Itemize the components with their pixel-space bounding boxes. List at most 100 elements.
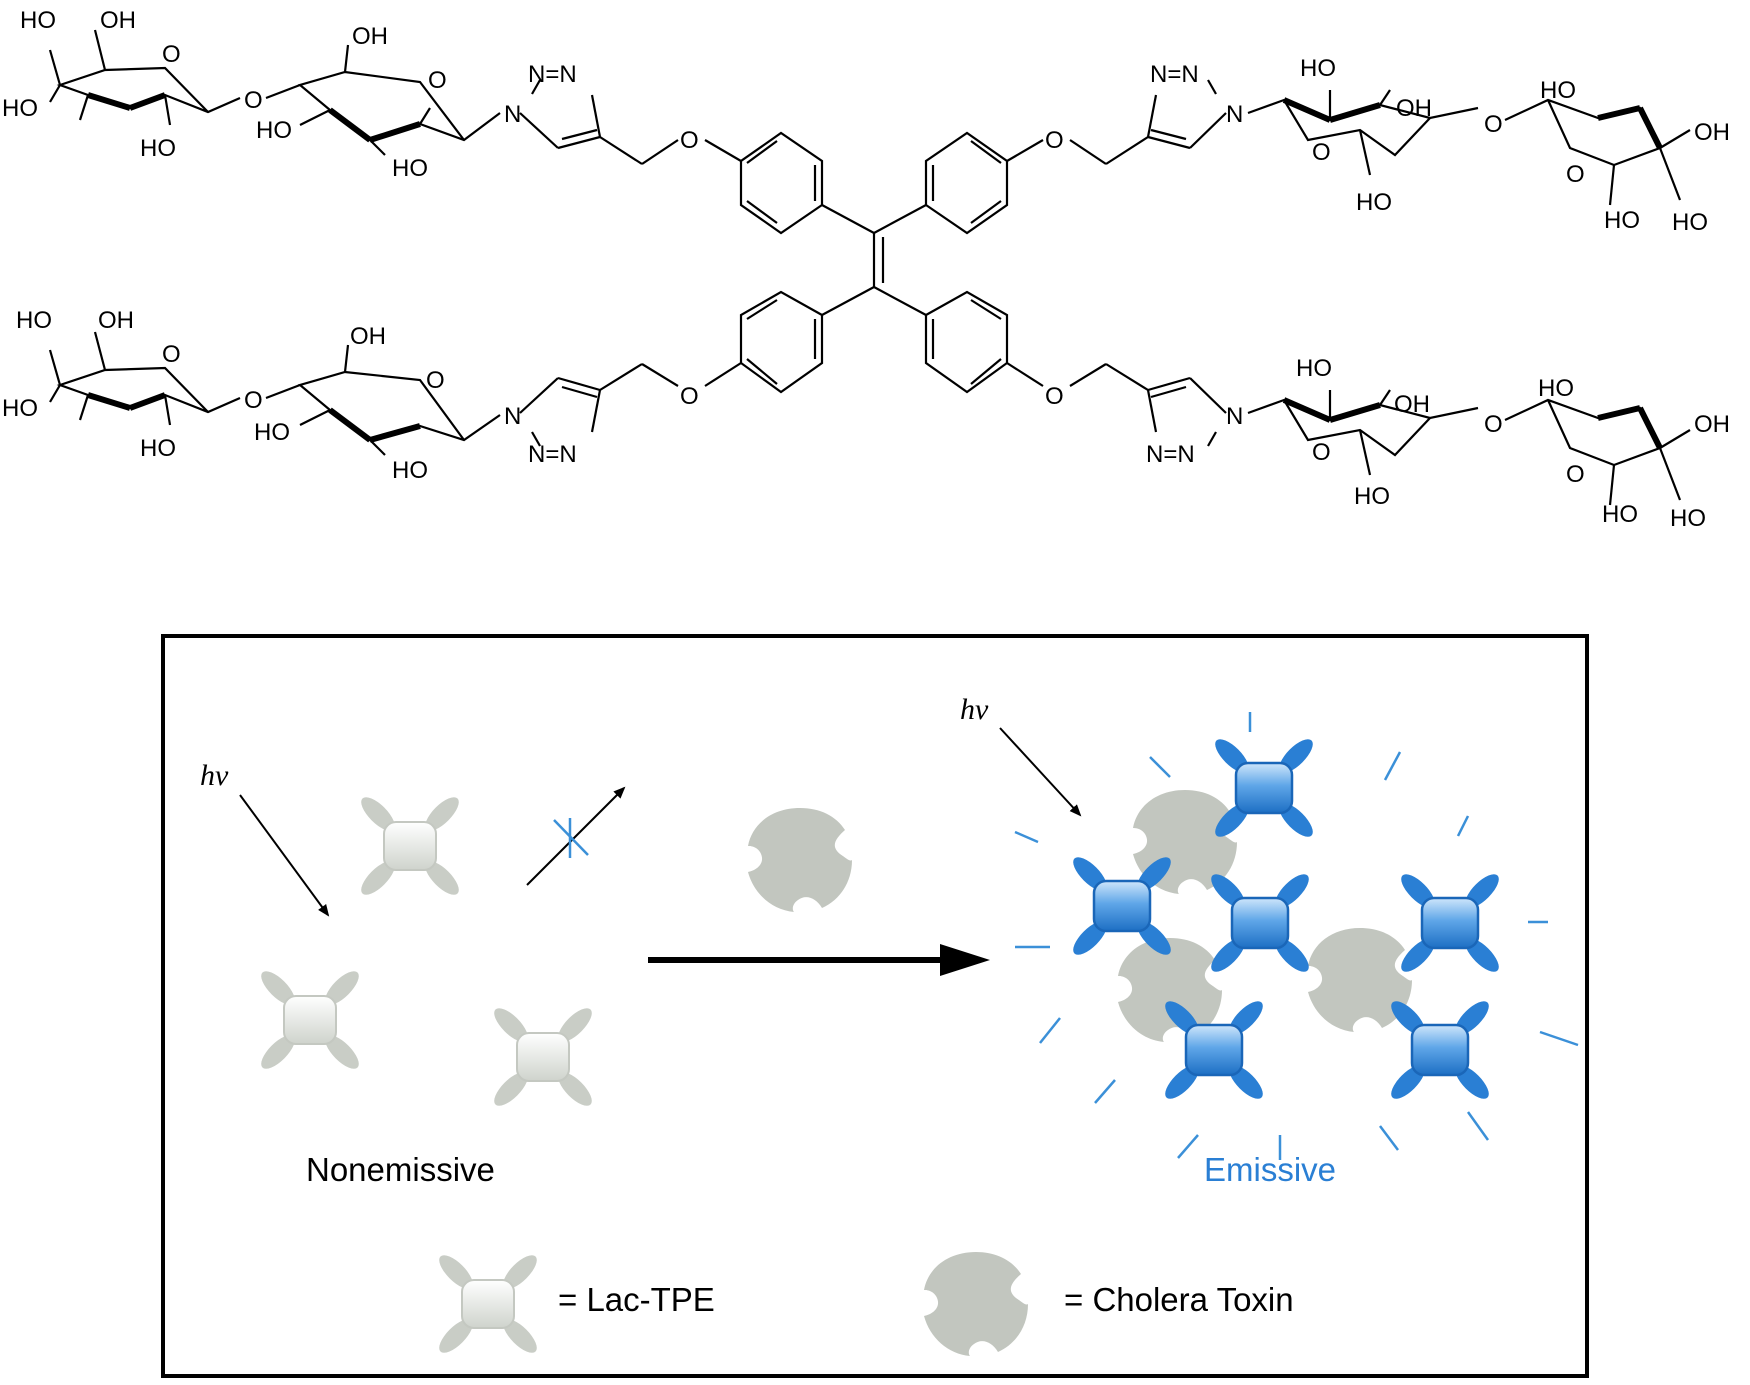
- triazole-lower-right: [1146, 376, 1227, 447]
- emission-ray: [1379, 1125, 1399, 1151]
- atom-label: OH: [1396, 95, 1432, 122]
- triazole-upper-left: [519, 79, 602, 150]
- emission-ray: [1149, 756, 1171, 778]
- lac-tpe-emissive: [1208, 732, 1320, 844]
- scheme-frame: [161, 634, 1589, 1378]
- atom-label: HO: [2, 395, 38, 422]
- legend-cholera-toxin-symbol: [924, 1252, 1028, 1356]
- atom-label: O: [1566, 461, 1585, 488]
- emission-ray: [1094, 1079, 1116, 1104]
- lac-tpe-emissive: [1204, 867, 1316, 979]
- ether-linkers: [599, 136, 1149, 391]
- atom-label: N=N: [1150, 61, 1199, 88]
- atom-label: N: [1226, 101, 1243, 128]
- atom-label: O: [428, 67, 447, 94]
- lactose-upper-right: [1247, 89, 1691, 206]
- atom-label: N=N: [1146, 441, 1195, 468]
- atom-label: HO: [392, 155, 428, 182]
- atom-label: O: [1566, 161, 1585, 188]
- atom-label: O: [1484, 111, 1503, 138]
- phenyl-ring-lower-right: [924, 290, 1009, 394]
- atom-label: OH: [1694, 411, 1730, 438]
- legend-cholera-toxin-label: = Cholera Toxin: [1064, 1281, 1294, 1318]
- legend: = Lac-TPE = Cholera Toxin: [433, 1249, 1294, 1359]
- lactose-lower-right: [1247, 389, 1691, 506]
- triazole-lower-left: [519, 376, 602, 447]
- emission-ray: [1014, 830, 1039, 844]
- atom-label: O: [1312, 139, 1331, 166]
- atom-label: O: [680, 383, 699, 410]
- triazole-upper-right: [1146, 79, 1227, 150]
- emission-ray: [1466, 1111, 1490, 1141]
- atom-label: OH: [350, 323, 386, 350]
- emissive-label: Emissive: [1204, 1151, 1336, 1188]
- atom-label: HO: [256, 117, 292, 144]
- atom-label: O: [1045, 383, 1064, 410]
- atom-label: OH: [98, 307, 134, 334]
- emission-ray: [1456, 815, 1470, 837]
- atom-label: HO: [1604, 207, 1640, 234]
- atom-label: O: [162, 341, 181, 368]
- atom-label: N=N: [528, 61, 577, 88]
- atom-label: N: [1226, 403, 1243, 430]
- atom-label: HO: [392, 457, 428, 484]
- lactose-lower-left: [48, 331, 501, 456]
- atom-label: HO: [20, 7, 56, 34]
- emission-ray: [1539, 1030, 1579, 1047]
- emission-rays: [1014, 712, 1579, 1160]
- lac-tpe-nonemissive: [488, 1002, 598, 1112]
- cholera-toxin-added: [748, 808, 852, 912]
- lactose-upper-left: [48, 29, 501, 156]
- atom-label: HO: [1670, 505, 1706, 532]
- atom-label: HO: [254, 419, 290, 446]
- legend-lac-tpe-symbol: [433, 1249, 543, 1359]
- atom-label: O: [1484, 411, 1503, 438]
- atom-label: HO: [1354, 483, 1390, 510]
- atom-label: HO: [1538, 375, 1574, 402]
- lac-tpe-nonemissive: [255, 965, 365, 1075]
- atom-label: HO: [1672, 209, 1708, 236]
- excitation-arrow-left: [239, 794, 330, 917]
- atom-label: O: [1045, 127, 1064, 154]
- phenyl-ring-lower-left: [739, 290, 824, 394]
- emission-ray: [1039, 1017, 1061, 1044]
- phenyl-ring-upper-right: [924, 131, 1009, 235]
- excitation-arrow-right: [999, 727, 1082, 817]
- lac-tpe-emissive: [1066, 850, 1178, 962]
- lac-tpe-structure: [48, 29, 1691, 506]
- excitation-label-left: hν: [200, 759, 229, 792]
- atom-label: HO: [1296, 355, 1332, 382]
- atom-label: O: [162, 41, 181, 68]
- tetraphenylethylene-core: [821, 204, 927, 316]
- atom-label: N=N: [528, 441, 577, 468]
- atom-label: HO: [1356, 189, 1392, 216]
- blocked-emission-arrow: [526, 786, 626, 886]
- main-reaction-arrowhead: [940, 944, 990, 976]
- atom-label: HO: [140, 135, 176, 162]
- atom-label: HO: [1540, 77, 1576, 104]
- atom-label: O: [680, 127, 699, 154]
- atom-labels: HO OH HO HO O O OH O HO HO N N=N O O N=N…: [2, 7, 1730, 532]
- atom-label: HO: [2, 95, 38, 122]
- lac-tpe-emissive: [1394, 867, 1506, 979]
- emission-ray: [1383, 751, 1402, 781]
- phenyl-ring-upper-left: [739, 131, 824, 235]
- atom-label: N: [504, 403, 521, 430]
- sensing-scheme-panel: hν hν: [161, 634, 1589, 1378]
- atom-label: O: [244, 387, 263, 414]
- emission-ray: [1177, 1134, 1199, 1159]
- atom-label: N: [504, 101, 521, 128]
- atom-label: OH: [1394, 391, 1430, 418]
- atom-label: OH: [100, 7, 136, 34]
- excitation-label-right: hν: [960, 693, 989, 726]
- atom-label: O: [1312, 439, 1331, 466]
- atom-label: O: [426, 367, 445, 394]
- atom-label: OH: [352, 23, 388, 50]
- atom-label: HO: [16, 307, 52, 334]
- lac-tpe-nonemissive: [355, 791, 465, 901]
- atom-label: HO: [1602, 501, 1638, 528]
- atom-label: OH: [1694, 119, 1730, 146]
- nonemissive-label: Nonemissive: [306, 1151, 495, 1188]
- lac-tpe-emissive: [1384, 994, 1496, 1106]
